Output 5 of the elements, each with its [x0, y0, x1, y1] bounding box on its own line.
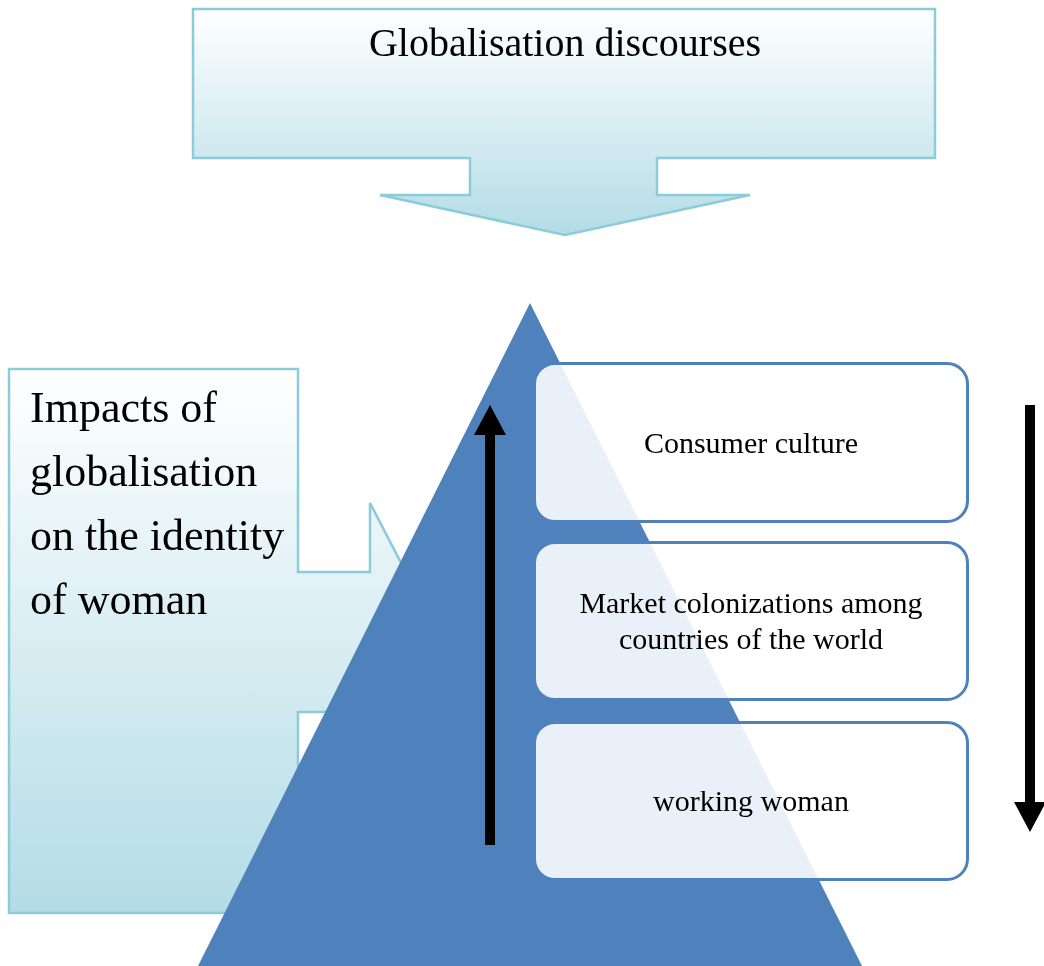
text-box: Consumer culture: [533, 362, 969, 523]
text-box: Market colonizations among countries of the world: [533, 541, 969, 701]
callout-title: Globalisation discourses: [367, 19, 763, 67]
text-box: working woman: [533, 721, 969, 881]
callout-text: Impacts of globalisation on the identity of woman: [30, 382, 286, 626]
